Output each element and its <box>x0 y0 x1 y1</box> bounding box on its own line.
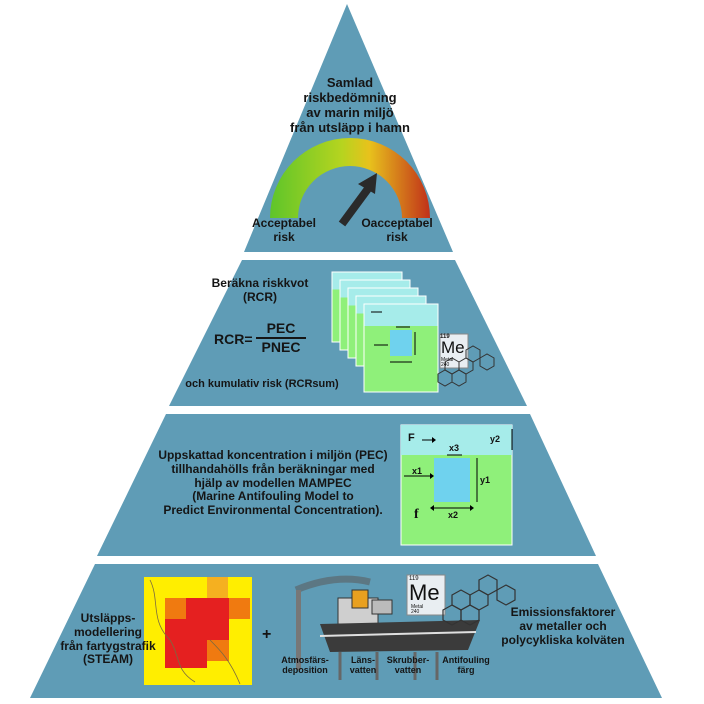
acceptable-risk-label: Acceptabel risk <box>244 216 324 245</box>
pathway-atmospheric: Atmosfärs- deposition <box>270 655 340 676</box>
pathway-scrubber: Skrubber- vatten <box>380 655 436 676</box>
ship-icon <box>294 575 480 680</box>
pathway-antifouling: Antifouling färg <box>436 655 496 676</box>
mampec-y1-label: y1 <box>480 475 491 485</box>
mampec-stack-icon <box>331 271 439 393</box>
tier1-title: Samlad riskbedömning av marin miljö från… <box>270 75 430 136</box>
tier3-text-line: Predict Environmental Concentration). <box>163 503 383 518</box>
pah-molecule-icon <box>442 574 516 626</box>
steam-label-line: modellering <box>73 624 142 639</box>
pathway-line: färg <box>457 665 475 676</box>
tier2-title: Beräkna riskkvot (RCR) <box>205 276 315 305</box>
acceptable-risk-line: risk <box>273 229 295 244</box>
tier4-element-mass: 240 <box>411 609 420 615</box>
tier2-pah-molecule-icon <box>437 345 495 387</box>
risk-gauge-icon <box>270 138 430 218</box>
steam-label-line: från fartygstrafik <box>60 638 156 653</box>
tier2-element-symbol: Me <box>441 338 465 357</box>
steam-label-line: (STEAM) <box>83 652 133 667</box>
unacceptable-risk-line: risk <box>386 229 408 244</box>
tier2-element-number: 119 <box>440 334 450 340</box>
rcr-formula-fraction: PEC PNEC <box>256 320 306 355</box>
emission-factors-line: polycykliska kolväten <box>501 632 625 647</box>
tier1-title-line: riskbedömning <box>303 89 397 105</box>
tier3-text-line: tillhandahölls från beräkningar med <box>171 461 375 476</box>
pathway-line: Läns- <box>350 655 375 665</box>
plus-sign: + <box>262 626 272 643</box>
tier4-element-caption: Metal <box>411 604 424 610</box>
tier4-element-symbol: Me <box>409 580 440 605</box>
pathway-bilge: Läns- vatten <box>340 655 386 676</box>
pathway-line: Antifouling <box>442 655 490 665</box>
emission-factors-line: Emissionsfaktorer <box>510 605 616 619</box>
mampec-f-label: f <box>414 507 419 522</box>
steam-label: Utsläpps- modellering från fartygstrafik… <box>58 611 158 667</box>
rcr-formula-lhs: RCR= <box>214 331 253 347</box>
mampec-x1-label: x1 <box>412 466 423 476</box>
rcr-cumulative-text: och kumulativ risk (RCRsum) <box>185 378 339 390</box>
pathway-line: Atmosfärs- <box>281 655 329 665</box>
tier4-element-card <box>406 574 446 616</box>
steam-heatmap-icon <box>144 577 252 685</box>
tier2-element-caption: Metal <box>441 357 454 363</box>
tier1-title-line: av marin miljö <box>306 104 394 120</box>
gauge-needle-arrow-icon <box>338 173 377 227</box>
mampec-x3-label: x3 <box>449 443 460 453</box>
pathway-line: deposition <box>282 665 328 676</box>
tier3-text-line: Uppskattad koncentration i miljön (PEC) <box>158 448 388 462</box>
tier1-title-line: Samlad <box>326 75 374 90</box>
rcr-numerator: PEC <box>256 320 306 340</box>
tier2-title-line: (RCR) <box>243 289 277 304</box>
unacceptable-risk-label: Oacceptabel risk <box>354 216 440 245</box>
mampec-y2-label: y2 <box>490 434 501 444</box>
pathway-line: vatten <box>394 665 422 676</box>
emission-factors-label: Emissionsfaktorer av metaller och polycy… <box>493 605 633 647</box>
mampec-x2-label: x2 <box>448 510 459 520</box>
unacceptable-risk-line: Oacceptabel <box>361 216 433 230</box>
acceptable-risk-line: Acceptabel <box>251 216 317 230</box>
tier4-element-number: 119 <box>409 576 419 582</box>
tier2-title-line: Beräkna riskkvot <box>211 276 309 290</box>
steam-label-line: Utsläpps- <box>80 611 136 625</box>
rcr-denominator: PNEC <box>261 339 301 356</box>
emission-factors-line: av metaller och <box>519 618 607 633</box>
tier3-text-line: (Marine Antifouling Model to <box>192 489 354 504</box>
tier3-description: Uppskattad koncentration i miljön (PEC) … <box>148 448 398 518</box>
tier3-text-line: hjälp av modellen MAMPEC <box>194 475 352 490</box>
tier2-element-mass: 240 <box>441 362 450 368</box>
pathway-line: vatten <box>349 665 377 676</box>
mampec-flow-label: F <box>408 432 415 444</box>
tier1-title-line: från utsläpp i hamn <box>290 119 410 135</box>
pathway-line: Skrubber- <box>386 655 430 665</box>
mampec-model-diagram <box>400 424 513 546</box>
